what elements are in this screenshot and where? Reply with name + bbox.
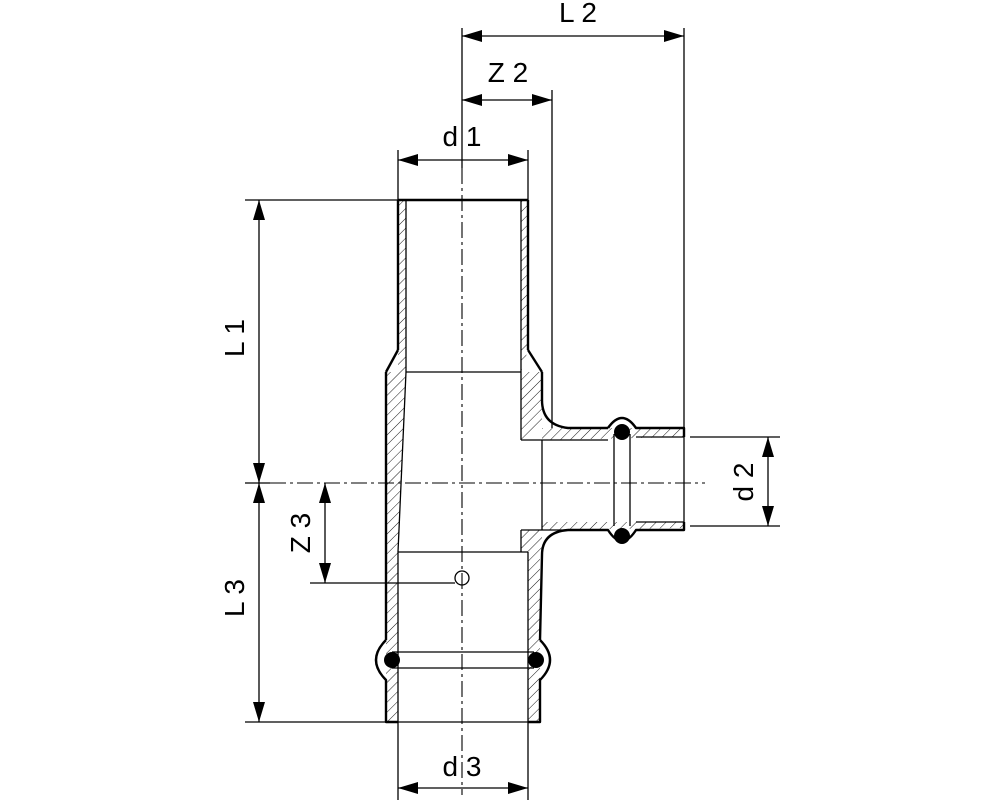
label-L1: L 1 bbox=[219, 319, 250, 357]
dimension-L1 bbox=[253, 200, 265, 483]
dimension-d3 bbox=[398, 782, 528, 794]
dimension-Z3 bbox=[319, 483, 331, 583]
dimension-d1 bbox=[398, 154, 528, 166]
extension-lines bbox=[245, 28, 780, 800]
centerlines bbox=[270, 168, 705, 795]
dimension-L3 bbox=[253, 483, 265, 722]
label-d1: d 1 bbox=[443, 121, 482, 152]
label-Z2: Z 2 bbox=[488, 57, 528, 88]
label-d3: d 3 bbox=[443, 751, 482, 782]
dimension-d2 bbox=[762, 437, 774, 526]
fitting-outline bbox=[374, 198, 686, 724]
wall-section-hatching bbox=[386, 200, 684, 722]
label-Z3: Z 3 bbox=[285, 513, 316, 553]
dimension-Z2 bbox=[462, 94, 552, 106]
dimension-L2 bbox=[462, 30, 684, 42]
label-L2: L 2 bbox=[559, 0, 597, 28]
label-L3: L 3 bbox=[219, 579, 250, 617]
label-d2: d 2 bbox=[728, 463, 759, 502]
